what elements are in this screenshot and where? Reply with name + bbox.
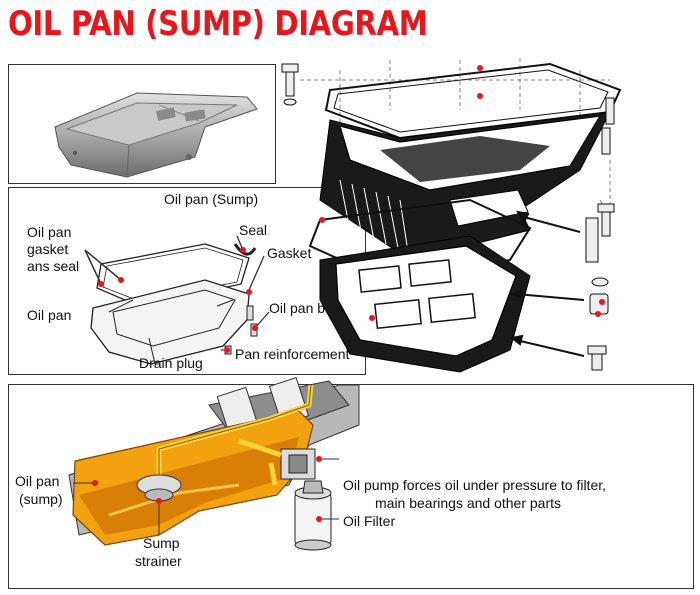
label-oil-pump-1: Oil pump forces oil under pressure to fi… <box>343 477 607 493</box>
label-bottom-oil-pan-2: (sump) <box>19 491 63 507</box>
oil-pan-photo <box>54 92 258 178</box>
cutaway-panel: Oil pan (sump) Sump strainer Oil pump fo… <box>8 377 694 589</box>
label-pan-reinforcement: Pan reinforcement <box>235 346 350 362</box>
parts-panel: Oil pan (Sump) Oil pan gasket ans seal S… <box>8 187 366 375</box>
label-oil-pan: Oil pan <box>27 307 72 323</box>
label-gasket: Gasket <box>267 245 312 261</box>
main-exploded-drawing <box>281 58 622 373</box>
marker-drain <box>224 347 230 353</box>
page-title: OIL PAN (SUMP) DIAGRAM <box>8 4 428 44</box>
label-drain-plug: Drain plug <box>139 355 203 371</box>
photo-panel <box>8 64 276 184</box>
marker-gasket-right <box>246 289 252 295</box>
label-gasket-seal-1: Oil pan <box>27 224 72 240</box>
label-oil-pump-2: main bearings and other parts <box>375 495 561 511</box>
marker-seal <box>240 247 246 253</box>
marker-bolt <box>252 325 258 331</box>
marker-seal-left <box>98 281 104 287</box>
label-sump-strainer-1: Sump <box>143 535 180 551</box>
label-oil-filter: Oil Filter <box>343 513 396 529</box>
label-gasket-seal-3: ans seal <box>27 258 80 274</box>
label-sump-strainer-2: strainer <box>135 553 182 569</box>
label-gasket-seal-2: gasket <box>27 241 69 257</box>
marker-gasket <box>118 277 124 283</box>
engine-cutaway-drawing <box>68 377 360 551</box>
exploded-pan-drawing <box>84 235 270 365</box>
label-bottom-oil-pan-1: Oil pan <box>15 473 60 489</box>
label-oil-pan-sump: Oil pan (Sump) <box>164 191 259 207</box>
label-seal: Seal <box>239 222 268 238</box>
